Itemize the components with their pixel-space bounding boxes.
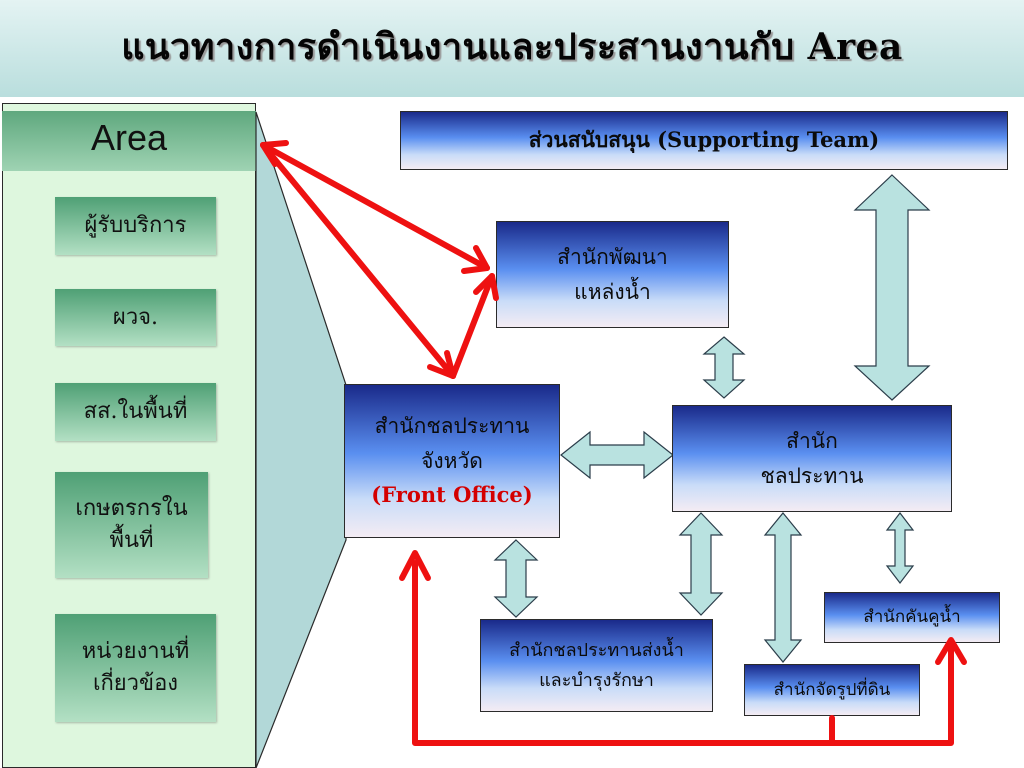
water-delivery-line-2: และบำรุงรักษา [539,669,654,691]
area-label: Area [90,117,168,158]
double-arrow-provincial-delivery [493,539,539,618]
double-arrow-irrigation-ditch [885,512,915,584]
arrowhead-provincial-up [399,550,431,581]
double-arrow-support-irrigation [853,174,931,401]
ditch-dyke-box: สำนักคันคูน้ำ [824,592,1000,643]
red-arrow-provincial-waterdev [450,273,495,379]
area-item-mp: สส.ในพื้นที่ [55,383,216,441]
front-office-label: (Front Office) [371,482,533,508]
ditch-dyke-label: สำนักคันคูน้ำ [863,607,961,628]
supporting-team-box: ส่วนสนับสนุน (Supporting Team) [400,111,1008,170]
water-delivery-line-1: สำนักชลประทานส่งน้ำ [509,639,684,661]
area-header [2,111,256,171]
irrigation-line-1: สำนัก [786,428,838,453]
water-delivery-box: สำนักชลประทานส่งน้ำ และบำรุงรักษา [480,619,713,712]
red-bracket-bottom [412,560,954,746]
provincial-line-2: จังหวัด [421,448,483,473]
irrigation-line-2: ชลประทาน [760,463,864,488]
arrowhead-ditch-up [935,637,967,665]
area-item-farmers: เกษตรกรใน พื้นที่ [55,472,208,578]
water-dev-line-1: สำนักพัฒนา [557,244,668,269]
provincial-line-1: สำนักชลประทาน [374,414,530,439]
land-consolidation-label: สำนักจัดรูปที่ดิน [773,679,891,700]
area-item-governor: ผวจ. [55,289,216,346]
supporting-team-label: ส่วนสนับสนุน (Supporting Team) [528,127,880,153]
title-bar [0,0,1024,97]
area-item-service-recipients: ผู้รับบริการ [55,197,216,255]
double-arrow-irrigation-delivery [678,512,724,616]
page-title: แนวทางการดำเนินงานและประสานงานกับ Area [121,26,903,68]
area-funnel-shape [255,111,347,768]
red-arrow-area-waterdev [260,142,490,271]
double-arrow-waterdev-irrigation [702,336,746,399]
provincial-office-box: สำนักชลประทาน จังหวัด (Front Office) [344,384,560,538]
land-consolidation-box: สำนักจัดรูปที่ดิน [744,664,920,716]
arrowhead-waterdev-1 [461,245,490,274]
red-arrow-area-provincial [260,142,456,379]
water-dev-box: สำนักพัฒนา แหล่งน้ำ [496,221,729,328]
double-arrow-irrigation-land [763,512,803,663]
water-dev-line-2: แหล่งน้ำ [574,279,651,304]
irrigation-office-box: สำนัก ชลประทาน [672,405,952,512]
area-item-related-agencies: หน่วยงานที่ เกี่ยวข้อง [55,614,216,722]
arrowhead-waterdev-2 [473,273,499,301]
